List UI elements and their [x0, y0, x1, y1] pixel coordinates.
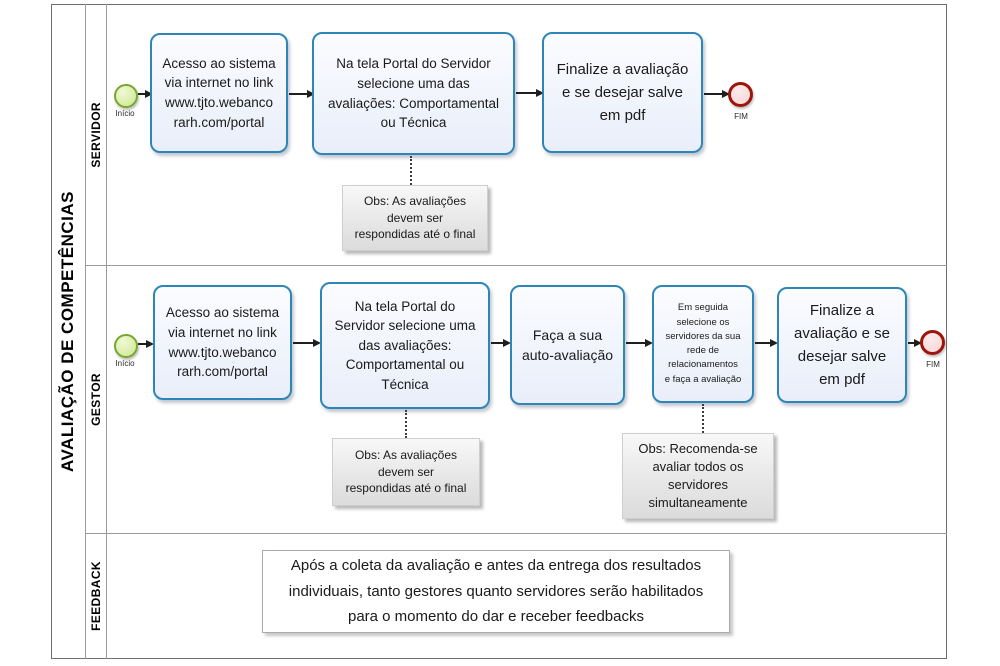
- task-text: Finalize a avaliação e se desejar salve …: [556, 60, 689, 125]
- task-servidor-acesso-sistema: Acesso ao sistema via internet no link w…: [150, 33, 288, 153]
- task-text: Na tela Portal do Servidor selecione uma…: [327, 56, 500, 131]
- task-gestor-finalize-avaliacao: Finalize a avaliação e se desejar salve …: [777, 287, 907, 403]
- note-servidor: Obs: As avaliações devem ser respondidas…: [342, 185, 488, 251]
- task-text: Acesso ao sistema via internet no link w…: [162, 55, 276, 130]
- pool-title-divider: [85, 4, 86, 659]
- start-event-label-servidor: Início: [115, 109, 135, 118]
- flow-arrow: [138, 343, 152, 345]
- task-text: Na tela Portal do Servidor selecione uma…: [334, 298, 476, 392]
- flow-arrow: [755, 342, 776, 344]
- note-gestor-2: Obs: Recomenda-se avaliar todos os servi…: [622, 433, 774, 519]
- flow-arrow: [491, 342, 509, 344]
- task-servidor-selecione-avaliacao: Na tela Portal do Servidor selecione uma…: [312, 32, 515, 155]
- end-event-gestor: [920, 330, 945, 355]
- task-text: Faça a sua auto-avaliação: [521, 326, 614, 363]
- note-text: Obs: Recomenda-se avaliar todos os servi…: [638, 440, 758, 511]
- task-gestor-selecione-avaliacao: Na tela Portal do Servidor selecione uma…: [320, 282, 490, 409]
- pool-title: AVALIAÇÃO DE COMPETÊNCIAS: [58, 190, 77, 473]
- feedback-box: Após a coleta da avaliação e antes da en…: [262, 550, 730, 633]
- pool-title-cell: AVALIAÇÃO DE COMPETÊNCIAS: [51, 4, 85, 659]
- association-dotted-line: [702, 404, 704, 433]
- note-text: Obs: As avaliações devem ser respondidas…: [345, 447, 467, 496]
- note-text: Obs: As avaliações devem ser respondidas…: [354, 193, 476, 242]
- flow-arrow: [293, 342, 319, 344]
- task-servidor-finalize-avaliacao: Finalize a avaliação e se desejar salve …: [542, 32, 703, 153]
- task-gestor-auto-avaliacao: Faça a sua auto-avaliação: [510, 285, 625, 405]
- task-text: Finalize a avaliação e se desejar salve …: [794, 301, 890, 389]
- flow-arrow: [704, 93, 728, 95]
- start-event-label-gestor: Início: [115, 359, 135, 368]
- flow-arrow: [908, 342, 920, 344]
- lane-divider-servidor-gestor: [85, 265, 947, 266]
- lane-label-cell-gestor: GESTOR: [85, 265, 106, 533]
- end-event-label-gestor: FIM: [926, 360, 940, 369]
- flow-arrow: [626, 342, 651, 344]
- lane-label-servidor: SERVIDOR: [88, 101, 103, 168]
- lane-label-cell-feedback: FEEDBACK: [85, 533, 106, 659]
- lane-label-divider: [106, 4, 107, 659]
- end-event-servidor: [728, 82, 753, 107]
- task-gestor-selecione-servidores: Em seguida selecione os servidores da su…: [652, 285, 754, 403]
- lane-divider-gestor-feedback: [85, 533, 947, 534]
- task-text: Em seguida selecione os servidores da su…: [664, 302, 742, 385]
- flow-arrow: [516, 92, 542, 94]
- lane-label-cell-servidor: SERVIDOR: [85, 4, 106, 265]
- flow-arrow: [138, 93, 151, 95]
- task-text: Acesso ao sistema via internet no link w…: [165, 305, 280, 380]
- lane-label-gestor: GESTOR: [88, 372, 103, 426]
- flow-arrow: [289, 93, 313, 95]
- note-gestor-1: Obs: As avaliações devem ser respondidas…: [332, 438, 480, 506]
- start-event-gestor: [114, 334, 138, 358]
- end-event-label-servidor: FIM: [734, 112, 748, 121]
- task-gestor-acesso-sistema: Acesso ao sistema via internet no link w…: [153, 285, 292, 400]
- feedback-text: Após a coleta da avaliação e antes da en…: [288, 557, 704, 626]
- lane-label-feedback: FEEDBACK: [88, 561, 103, 631]
- association-dotted-line: [410, 156, 412, 185]
- association-dotted-line: [405, 410, 407, 438]
- start-event-servidor: [114, 84, 138, 108]
